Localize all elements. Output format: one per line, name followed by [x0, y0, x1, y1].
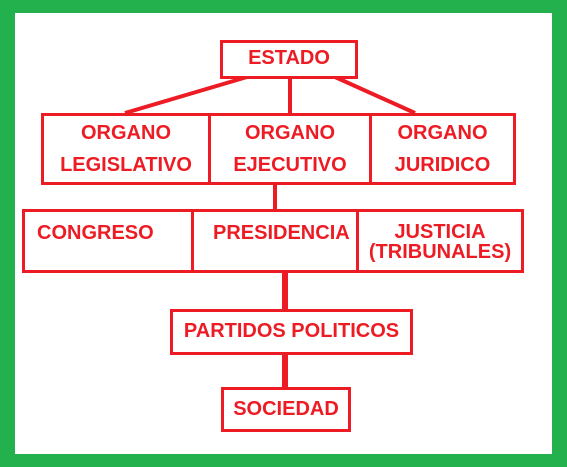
- estado-label: ESTADO: [248, 47, 330, 69]
- partidos-politicos-label: PARTIDOS POLITICOS: [183, 320, 400, 342]
- presidencia-node: [191, 209, 359, 273]
- org-chart: ESTADO ORGANO LEGISLATIVO ORGANO EJECUTI…: [15, 13, 552, 454]
- justicia-node: [356, 209, 524, 273]
- organo-juridico-node: [369, 113, 516, 185]
- organo-ejecutivo-label-2: EJECUTIVO: [233, 154, 347, 176]
- congreso-node: [22, 209, 194, 273]
- presidencia-label: PRESIDENCIA: [213, 222, 350, 244]
- estado-node: [220, 40, 358, 79]
- organo-legislativo-label-2: LEGISLATIVO: [60, 154, 192, 176]
- organo-juridico-label-2: JURIDICO: [394, 154, 491, 176]
- organo-juridico-label-1: ORGANO: [397, 122, 488, 144]
- sociedad-label: SOCIEDAD: [233, 398, 339, 420]
- edge-estado-juridico: [334, 75, 416, 115]
- edge-estado-legislativo: [124, 75, 248, 115]
- organo-legislativo-label-1: ORGANO: [81, 122, 171, 144]
- justicia-label-2: (TRIBUNALES): [368, 241, 512, 263]
- organo-ejecutivo-label-1: ORGANO: [245, 122, 335, 144]
- partidos-politicos-node: [170, 309, 413, 355]
- justicia-label-1: JUSTICIA: [394, 221, 486, 243]
- congreso-label: CONGRESO: [37, 222, 154, 244]
- sociedad-node: [221, 387, 351, 432]
- connector-lines: [124, 75, 416, 387]
